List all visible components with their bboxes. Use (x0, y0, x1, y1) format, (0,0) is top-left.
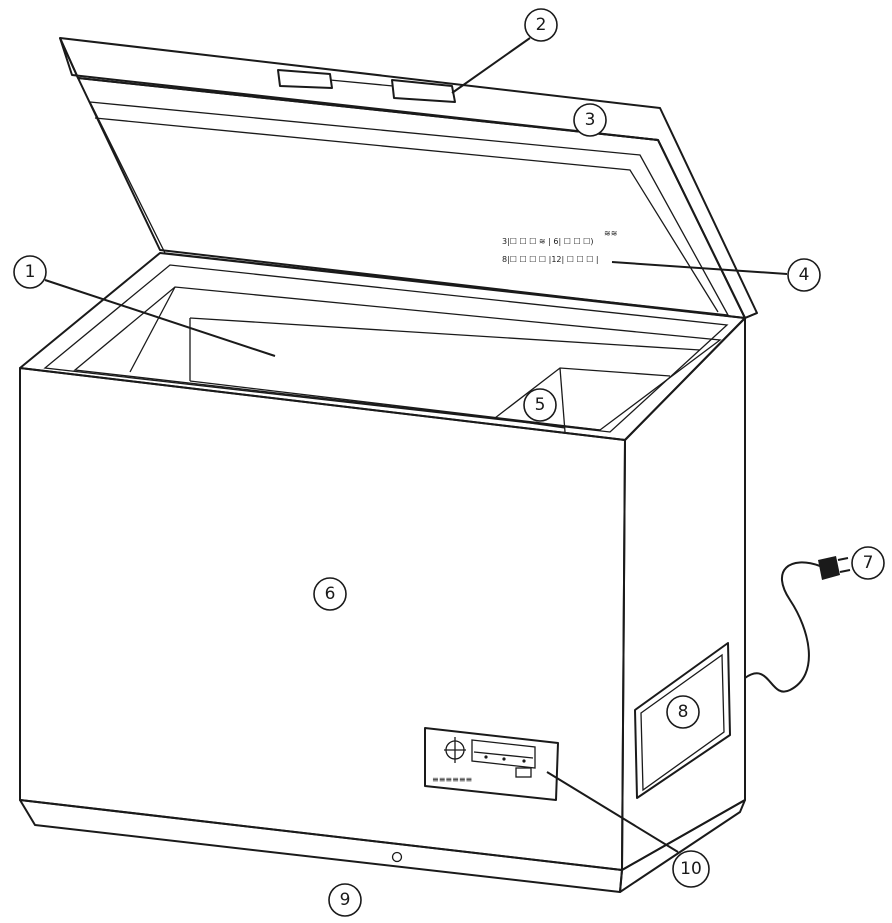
lid-symbols: 3|☐ ☐ ☐ ≋ | 6| ☐ ☐ ☐) 8|☐ ☐ ☐ ☐ |12| ☐ ☐… (502, 229, 617, 264)
rim-inner-2 (73, 286, 722, 431)
leader-1 (44, 279, 276, 357)
indicator-light-3 (522, 759, 526, 763)
callout-8: 8 (666, 695, 700, 729)
vent-outer (634, 642, 731, 799)
lid-symbols-top: 3|☐ ☐ ☐ ≋ | 6| ☐ ☐ ☐) (502, 237, 593, 246)
lid-top-edge (59, 37, 659, 141)
plug-icon (818, 556, 840, 580)
interior-floor-line (189, 380, 601, 431)
plug-pin-2 (839, 569, 851, 573)
interior-left-wall (129, 286, 176, 373)
callout-6: 6 (313, 577, 347, 611)
callout-5: 5 (523, 388, 557, 422)
handle-right-grip (391, 79, 456, 103)
callout-10: 10 (672, 850, 710, 888)
control-panel-frame (424, 727, 559, 801)
callout-4: 4 (787, 258, 821, 292)
callout-5-label: 5 (535, 395, 546, 415)
lid-left-edge (59, 37, 79, 79)
callout-2: 2 (524, 8, 558, 42)
lid-inner-seal (88, 101, 730, 316)
side-vent-panel (634, 642, 731, 799)
handle-bar (329, 79, 394, 87)
basket-top (494, 367, 671, 419)
lid-inner-line (94, 117, 719, 313)
leader-lines (44, 37, 788, 853)
callout-9: 9 (328, 883, 362, 917)
drain-plug (391, 851, 403, 863)
lid-handle (277, 69, 456, 103)
leader-2 (451, 37, 531, 94)
callout-6-label: 6 (325, 584, 336, 604)
indicator-light-2 (502, 757, 506, 761)
leader-10 (546, 771, 679, 853)
plug-pin-1 (837, 557, 849, 561)
callout-7: 7 (851, 546, 885, 580)
cabinet: ≡≡≡≡≡≡ (19, 252, 746, 893)
lid-symbols-bottom: 8|☐ ☐ ☐ ☐ |12| ☐ ☐ ☐ | (502, 255, 599, 264)
basket-front (494, 417, 566, 429)
cabinet-front (19, 367, 626, 871)
callouts: 1 2 3 4 5 6 7 8 (13, 8, 885, 917)
power-cord (744, 556, 851, 693)
cabinet-side (621, 317, 746, 871)
callout-1-label: 1 (25, 262, 36, 282)
control-panel: ≡≡≡≡≡≡ (424, 727, 559, 801)
rim-inner-1 (43, 264, 729, 433)
indicator-window (471, 739, 536, 769)
lid-inner-panel (77, 77, 746, 319)
callout-1: 1 (13, 255, 47, 289)
callout-3-label: 3 (585, 110, 596, 130)
indicator-line (473, 751, 534, 759)
switch-button (515, 767, 532, 778)
callout-7-label: 7 (863, 553, 874, 573)
callout-8-label: 8 (678, 702, 689, 722)
lid-symbols-corner: ≋≋ (604, 229, 617, 238)
indicator-light-1 (484, 755, 488, 759)
callout-9-label: 9 (340, 890, 351, 910)
lid-right-corner (744, 312, 758, 319)
cord-line (744, 561, 821, 693)
callout-2-label: 2 (536, 15, 547, 35)
callout-4-label: 4 (799, 265, 810, 285)
basket-corner (559, 367, 566, 433)
interior-back-wall (189, 317, 701, 351)
callout-3: 3 (573, 103, 607, 137)
divider-basket (494, 367, 671, 433)
callout-10-label: 10 (680, 859, 702, 879)
control-brand: ≡≡≡≡≡≡ (432, 775, 472, 784)
cabinet-base (19, 799, 623, 893)
vent-inner (640, 653, 725, 792)
leader-4 (611, 261, 788, 275)
lid: 3|☐ ☐ ☐ ≋ | 6| ☐ ☐ ☐) 8|☐ ☐ ☐ ☐ |12| ☐ ☐… (59, 37, 758, 319)
cabinet-base-side (619, 799, 746, 893)
handle-left-grip (277, 69, 333, 89)
